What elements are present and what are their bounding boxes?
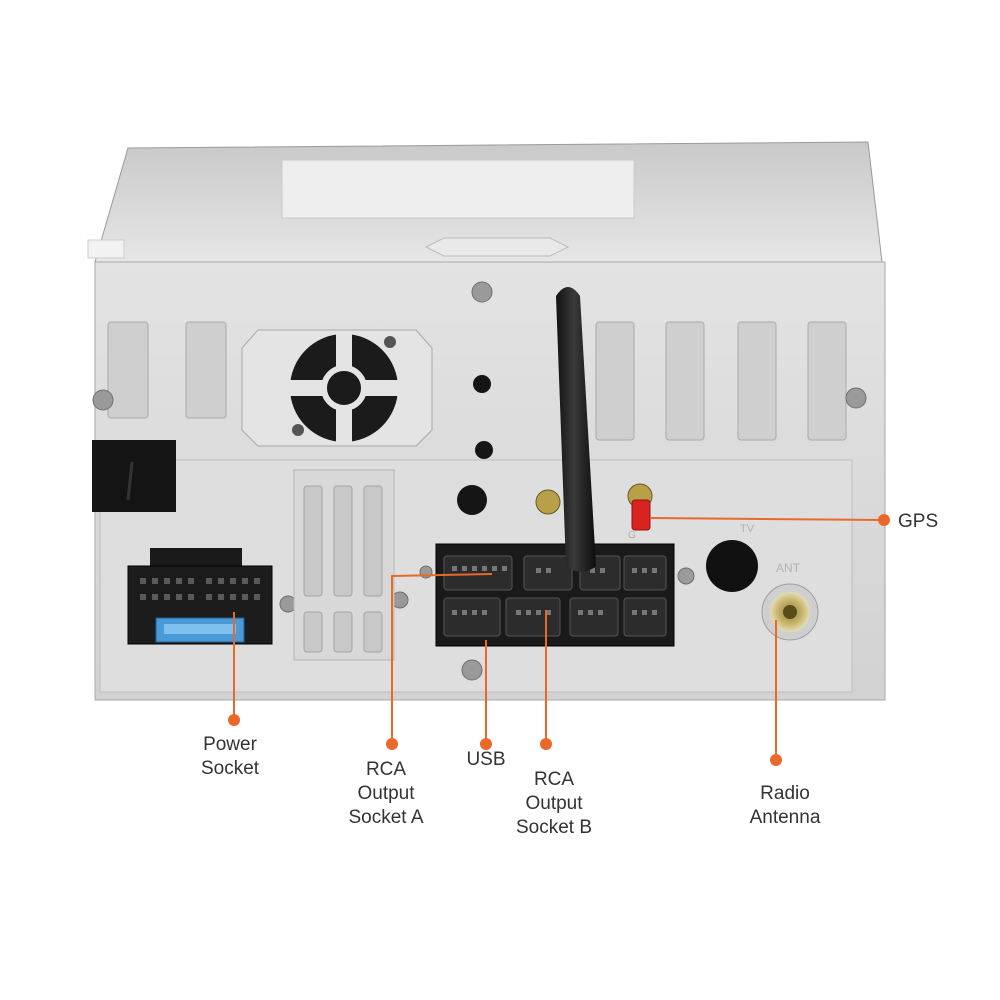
radio-callout-dot <box>770 754 782 766</box>
rca-output-b-label: RCA Output Socket B <box>498 768 610 840</box>
screw <box>461 659 483 681</box>
screw <box>677 567 695 585</box>
gps-label-line: GPS <box>898 511 939 532</box>
vent-slot <box>595 321 635 441</box>
gps-callout-dot <box>878 514 890 526</box>
radio-antenna-label-line: Radio <box>760 783 810 804</box>
power-socket-label-line: Power <box>203 734 257 755</box>
whip-antenna <box>556 287 596 572</box>
side-sticker <box>87 239 125 259</box>
harness-clip <box>92 440 176 512</box>
gps-connector: G <box>627 483 653 541</box>
screws <box>92 281 867 681</box>
rca-output-b-label-line: Socket B <box>515 817 593 838</box>
rca-output-a-label: RCA Output Socket A <box>330 758 442 830</box>
usb-label: USB <box>456 748 516 772</box>
fan-screw <box>384 336 396 348</box>
rca-output-a-label-line: Output <box>357 783 415 804</box>
tv-panel-mark: TV <box>740 523 755 535</box>
usb-label-line: USB <box>466 749 506 770</box>
lower-vent-grille <box>293 469 395 661</box>
screw <box>845 387 867 409</box>
top-label-sticker <box>281 159 635 219</box>
power-socket-label: Power Socket <box>180 733 280 781</box>
screw <box>471 281 493 303</box>
vent-slot <box>185 321 227 419</box>
rca-a-callout-dot <box>386 738 398 750</box>
vent-slot <box>107 321 149 419</box>
gps-label: GPS <box>898 510 938 534</box>
rca-a-callout-line <box>391 573 493 742</box>
power-callout-dot <box>228 714 240 726</box>
gps-panel-mark: G <box>628 530 636 541</box>
radio-antenna-socket: ANT <box>761 561 819 641</box>
centre-holes <box>457 375 493 515</box>
rca-output-b-label-line: Output <box>525 793 583 814</box>
connector-block <box>435 543 675 647</box>
top-badge <box>424 237 570 257</box>
callout-lines <box>233 517 885 758</box>
radio-antenna-label: Radio Antenna <box>730 782 840 830</box>
vent-slot <box>665 321 705 441</box>
callout-dots <box>228 514 890 766</box>
rca-output-b-label-line: RCA <box>533 769 575 790</box>
wifi-antenna-base <box>535 489 561 515</box>
fan-screw <box>292 424 304 436</box>
rca-b-callout-dot <box>540 738 552 750</box>
rca-output-a-label-line: RCA <box>365 759 407 780</box>
vent-slot <box>807 321 847 441</box>
upper-vent-slots <box>107 321 847 441</box>
screw <box>92 389 114 411</box>
fan-housing <box>241 329 433 447</box>
radio-antenna-label-line: Antenna <box>749 807 821 828</box>
power-socket <box>127 548 273 645</box>
ant-panel-mark: ANT <box>776 561 801 575</box>
vent-slot <box>737 321 777 441</box>
tv-socket <box>706 540 758 592</box>
gps-callout-line <box>649 517 885 521</box>
rca-output-a-label-line: Socket A <box>348 807 424 828</box>
usb-callout-dot <box>480 738 492 750</box>
power-socket-label-line: Socket <box>200 758 260 779</box>
